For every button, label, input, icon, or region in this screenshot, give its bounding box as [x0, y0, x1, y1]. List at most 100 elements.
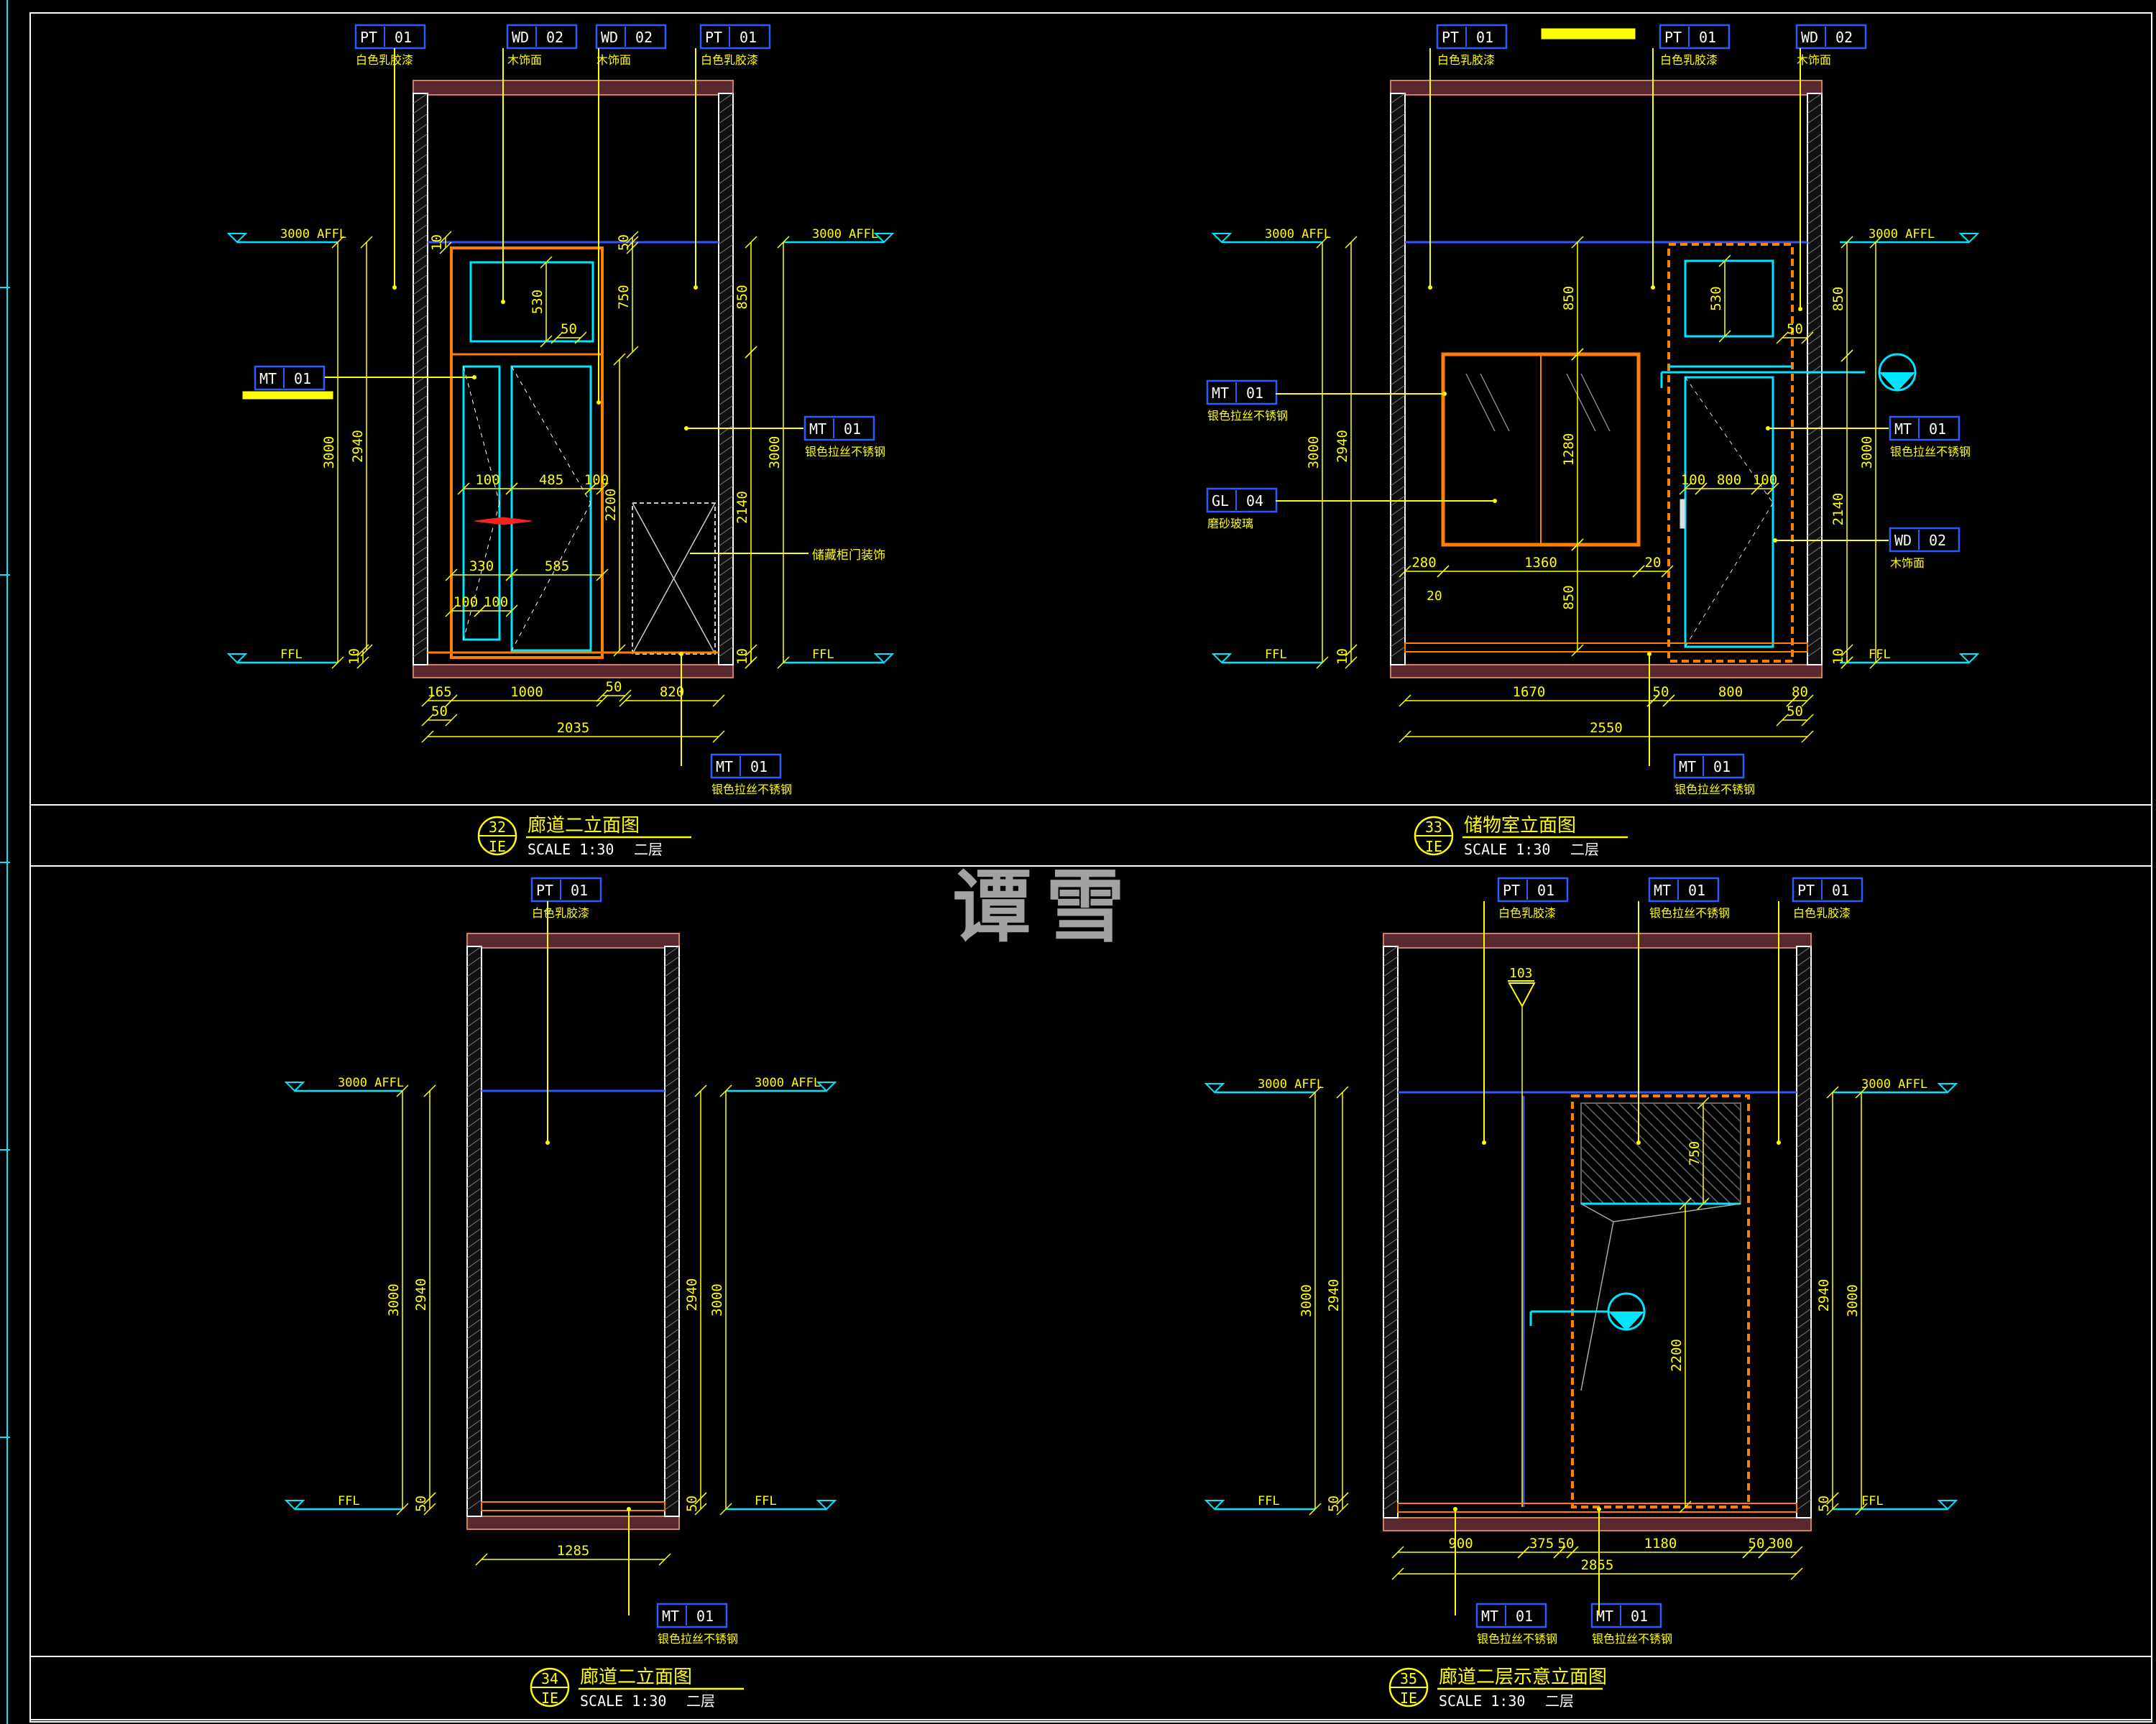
v32-dim-panel-text: 530	[530, 290, 545, 314]
v35-tag-pt-b-desc: 白色乳胶漆	[1793, 906, 1851, 920]
v32-tag-mt-bottom-desc: 银色拉丝不锈钢	[711, 783, 792, 796]
v35-dim-clear-right-tick	[1826, 1086, 1839, 1099]
v34-wall-hatch	[466, 1177, 482, 1189]
v34-wall-hatch	[466, 1499, 482, 1511]
v34-dim-clear-right-text: 2940	[684, 1278, 700, 1312]
v35-wall-hatch	[1796, 1006, 1812, 1018]
v33-wall-hatch	[1807, 515, 1823, 527]
v35-wall-hatch	[1383, 1177, 1399, 1189]
v33-wall-hatch	[1390, 636, 1406, 647]
v34-wall-hatch	[466, 1298, 482, 1309]
v32-tag-wd-a-code: WD	[512, 29, 529, 46]
v33-tag-gl-desc: 磨砂玻璃	[1207, 517, 1253, 530]
v33-dim-100a-tick	[1679, 482, 1692, 495]
v35-wall-hatch	[1383, 1489, 1399, 1501]
v33-wall-hatch	[1807, 244, 1823, 255]
v33-dim-base-left-tick	[1345, 644, 1358, 657]
v35-wall-hatch	[1383, 956, 1399, 967]
v33-wall-hatch	[1807, 586, 1823, 597]
v35-dim-base-right-tick	[1826, 1503, 1839, 1516]
v33-glass-reflection	[1465, 373, 1496, 432]
v32-wall-hatch	[718, 93, 734, 104]
v33-door-handle	[1680, 499, 1685, 529]
v35-dim-375-tick	[1517, 1546, 1530, 1559]
v34-wall-hatch	[466, 1087, 482, 1098]
v32-tag-pt-a-desc: 白色乳胶漆	[356, 53, 413, 67]
v35-header-hatch	[1710, 1102, 1741, 1134]
v33-wall-hatch	[1807, 203, 1823, 215]
v34-wall-hatch	[466, 1439, 482, 1450]
v32-door-leaf-right	[510, 365, 592, 652]
v34-wall-hatch	[664, 1429, 680, 1440]
v32-wall-hatch	[718, 254, 734, 265]
v35-wall-hatch	[1796, 956, 1812, 967]
v32-wall-hatch	[718, 505, 734, 517]
v35-wall-hatch	[1383, 1348, 1399, 1360]
v34-wall-hatch	[466, 1066, 482, 1078]
v34-wall-hatch	[664, 1348, 680, 1360]
v33-wall-hatch	[1807, 646, 1823, 658]
v34-wall-hatch	[466, 966, 482, 977]
v34-level-floor-right-text: FFL	[755, 1494, 777, 1508]
v33-wall-hatch	[1807, 123, 1823, 134]
v34-wall-hatch	[664, 1066, 680, 1078]
left-ruler	[0, 0, 10, 1724]
v34-wall-hatch	[466, 1368, 482, 1380]
v33-wall-hatch	[1390, 415, 1406, 426]
v33-level-ceiling-left-marker	[1211, 233, 1233, 244]
v35-wall-hatch	[1383, 1107, 1399, 1118]
v33-wall-hatch	[1807, 405, 1823, 416]
v32-wall-hatch	[413, 626, 428, 637]
v35-wall-hatch	[1796, 1066, 1812, 1078]
v32-wall-hatch	[718, 455, 734, 466]
v34-dim-height-right-text: 3000	[709, 1283, 725, 1317]
v35-wall-hatch	[1383, 1388, 1399, 1400]
v33-wall-right	[1807, 93, 1823, 665]
v35-dim-50b-tick	[1742, 1546, 1755, 1559]
v33-dim-50-right-text: 50	[1787, 704, 1803, 719]
v32-dim-clear-tick	[360, 236, 373, 249]
v32-wall-hatch	[718, 213, 734, 225]
v34-wall-hatch	[466, 1026, 482, 1038]
v34-wall-hatch	[664, 1137, 680, 1148]
v35-wall-hatch	[1383, 1147, 1399, 1158]
v33-wall-hatch	[1807, 395, 1823, 406]
v32-wall-hatch	[718, 344, 734, 356]
v34-tag-mt-bottom-num: 01	[696, 1608, 714, 1625]
v35-header-hatch	[1580, 1134, 1651, 1204]
v33-wall-hatch	[1807, 183, 1823, 195]
v35-header-hatch	[1618, 1102, 1720, 1204]
v32-appliance-x	[632, 502, 716, 655]
v35-tag-mt-top-leader-dot	[1636, 1140, 1641, 1145]
v32-dim-height-tick	[331, 656, 344, 669]
v35-wall-hatch	[1796, 1439, 1812, 1450]
v32-tag-wd-a-num: 02	[546, 29, 563, 46]
v35-level-floor-right-marker	[1937, 1500, 1958, 1511]
v33-tag-pt-a-box	[1436, 24, 1508, 50]
v33-wall-hatch	[1807, 143, 1823, 155]
v33-dim-upper-glass-text: 850	[1561, 286, 1577, 310]
v32-wall-hatch	[413, 636, 428, 647]
v32-tag-pt-a-box	[354, 24, 426, 50]
v32-wall-hatch	[413, 395, 428, 406]
v33-dim-lower-text: 2140	[1830, 493, 1846, 526]
v32-dim-panel-tick	[540, 256, 553, 269]
v35-tag-pt-b-box	[1792, 877, 1864, 903]
v33-wall-hatch	[1807, 445, 1823, 456]
v32-dim-50-top-tick	[626, 231, 639, 244]
v34-wall-hatch	[466, 1237, 482, 1249]
v34-wall-hatch	[466, 1036, 482, 1048]
v33-tag-pt-b-num: 01	[1699, 29, 1716, 46]
v34-wall-hatch	[664, 1207, 680, 1219]
v32-wall-hatch	[413, 324, 428, 336]
v32-dim-base-right-tick	[745, 656, 757, 669]
v35-wall-hatch	[1796, 1378, 1812, 1390]
v32-dim-lower-text: 2140	[734, 491, 750, 524]
v33-tag-gl-code: GL	[1212, 492, 1229, 510]
v35-dim-door-tick	[1679, 1197, 1692, 1210]
v32-wall-hatch	[413, 425, 428, 436]
v33-wall-hatch	[1390, 264, 1406, 275]
v32-wall-hatch	[413, 244, 428, 255]
v32-tag-pt-b-code: PT	[705, 29, 722, 46]
v34-wall-hatch	[664, 1398, 680, 1410]
